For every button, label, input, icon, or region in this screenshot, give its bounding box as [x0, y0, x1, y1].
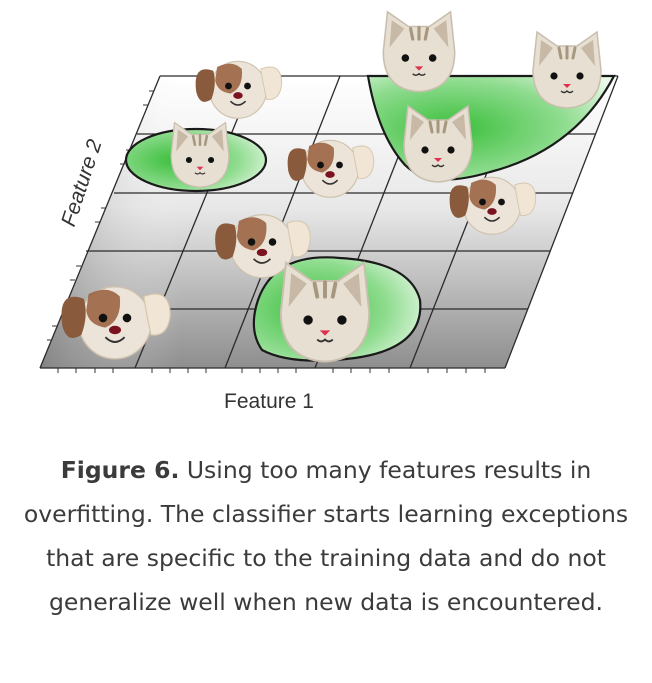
caption-lead: Figure 6. [60, 456, 180, 484]
cat-face-icon [531, 30, 603, 110]
caption-text: Using too many features results in overf… [23, 456, 629, 616]
axis-ticks [47, 90, 486, 373]
cat-face-icon [381, 10, 457, 94]
y-axis-label: Feature 2 [57, 136, 107, 229]
figure-caption: Figure 6. Using too many features result… [20, 448, 632, 624]
x-axis-label: Feature 1 [224, 390, 314, 413]
feature-space-diagram: Feature 1 Feature 2 [39, 10, 619, 413]
